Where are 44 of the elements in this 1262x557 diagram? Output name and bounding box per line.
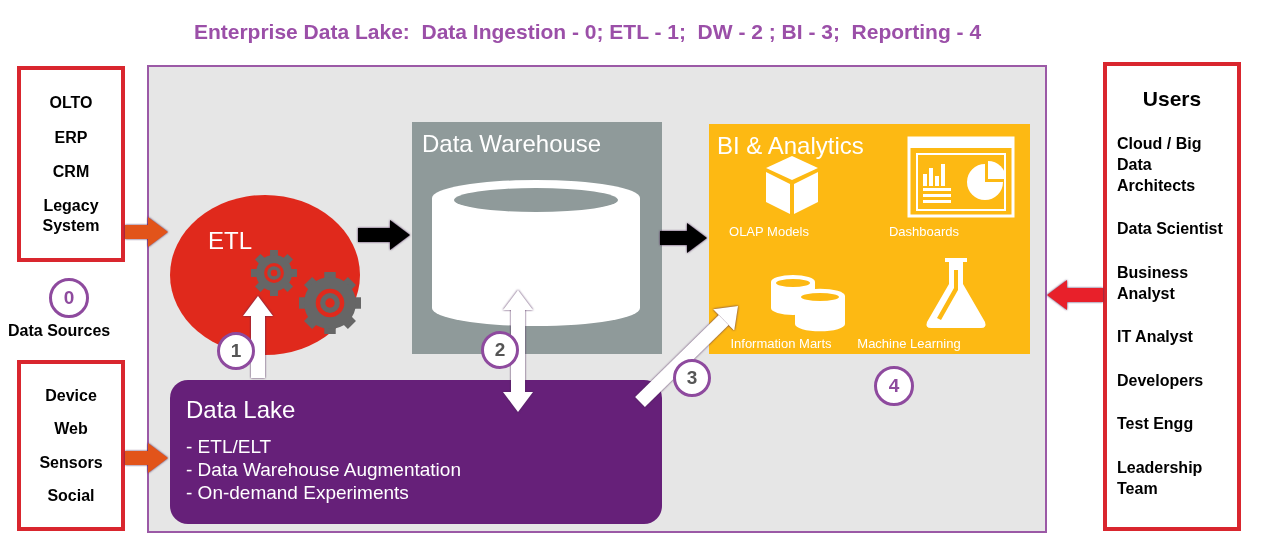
source-label: Device xyxy=(45,386,97,406)
block-arrow xyxy=(125,443,168,473)
block-arrow xyxy=(358,220,410,250)
block-arrow xyxy=(243,296,273,378)
block-arrow xyxy=(660,223,707,253)
item-label: Machine Learning xyxy=(856,336,962,351)
source-box xyxy=(17,360,125,531)
item-label: OLAP Models xyxy=(728,224,810,239)
user-role: Developers xyxy=(1117,370,1205,391)
user-role: Business Analyst xyxy=(1117,262,1190,304)
warehouse-box xyxy=(412,122,662,354)
user-role: Data Scientist xyxy=(1117,219,1224,240)
section-label: Data Sources xyxy=(8,322,111,340)
diagram-title: Enterprise Data Lake: Data Ingestion - 0; ETL - 1; DW - 2 ; BI - 3; Reporting - 4 xyxy=(192,20,983,44)
block-arrow xyxy=(125,217,168,247)
user-role: IT Analyst xyxy=(1117,327,1194,348)
source-label: Legacy System xyxy=(41,196,101,235)
user-role: Cloud / Big Data Architects xyxy=(1117,134,1203,196)
user-role: Test Engg xyxy=(1117,414,1195,435)
box-shape xyxy=(147,65,1047,533)
source-label: OLTO xyxy=(49,93,93,113)
step-number: 0 xyxy=(49,278,89,318)
etl-label: ETL xyxy=(208,227,252,255)
source-label: Sensors xyxy=(39,452,103,472)
block-arrow xyxy=(635,306,738,407)
users-heading: Users xyxy=(1141,87,1203,112)
analytics-title: BI & Analytics xyxy=(717,132,864,160)
bullet-item: - ETL/ELT xyxy=(186,436,272,458)
source-box xyxy=(17,66,125,262)
warehouse-title: Data Warehouse xyxy=(422,130,602,158)
user-role: Leadership Team xyxy=(1117,457,1204,499)
item-label: Information Marts xyxy=(729,336,833,351)
source-label: Social xyxy=(47,485,95,505)
bullet-item: - Data Warehouse Augmentation xyxy=(186,459,461,481)
bullet-item: - On-demand Experiments xyxy=(186,482,409,504)
analytics-box xyxy=(709,124,1030,354)
users-box xyxy=(1103,62,1241,531)
block-arrow xyxy=(1047,280,1103,310)
data-lake-title: Data Lake xyxy=(186,396,296,424)
data-lake-box xyxy=(170,380,662,524)
source-label: CRM xyxy=(52,162,90,182)
source-label: Web xyxy=(54,419,88,439)
item-label: Dashboards xyxy=(887,224,961,239)
source-label: ERP xyxy=(54,127,88,147)
